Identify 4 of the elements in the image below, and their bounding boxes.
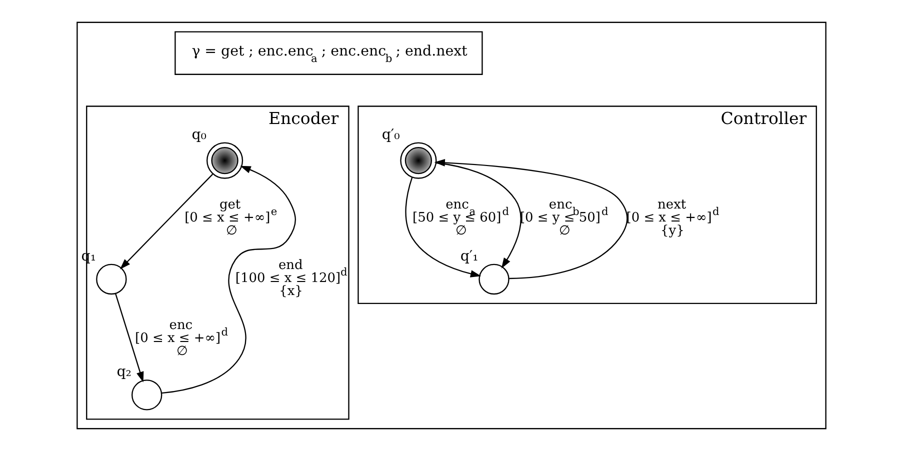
node-label: q′₀ <box>381 126 400 143</box>
node-label: q₂ <box>116 364 131 380</box>
node-label: q₀ <box>191 126 206 143</box>
node-label: q′₁ <box>460 248 478 264</box>
